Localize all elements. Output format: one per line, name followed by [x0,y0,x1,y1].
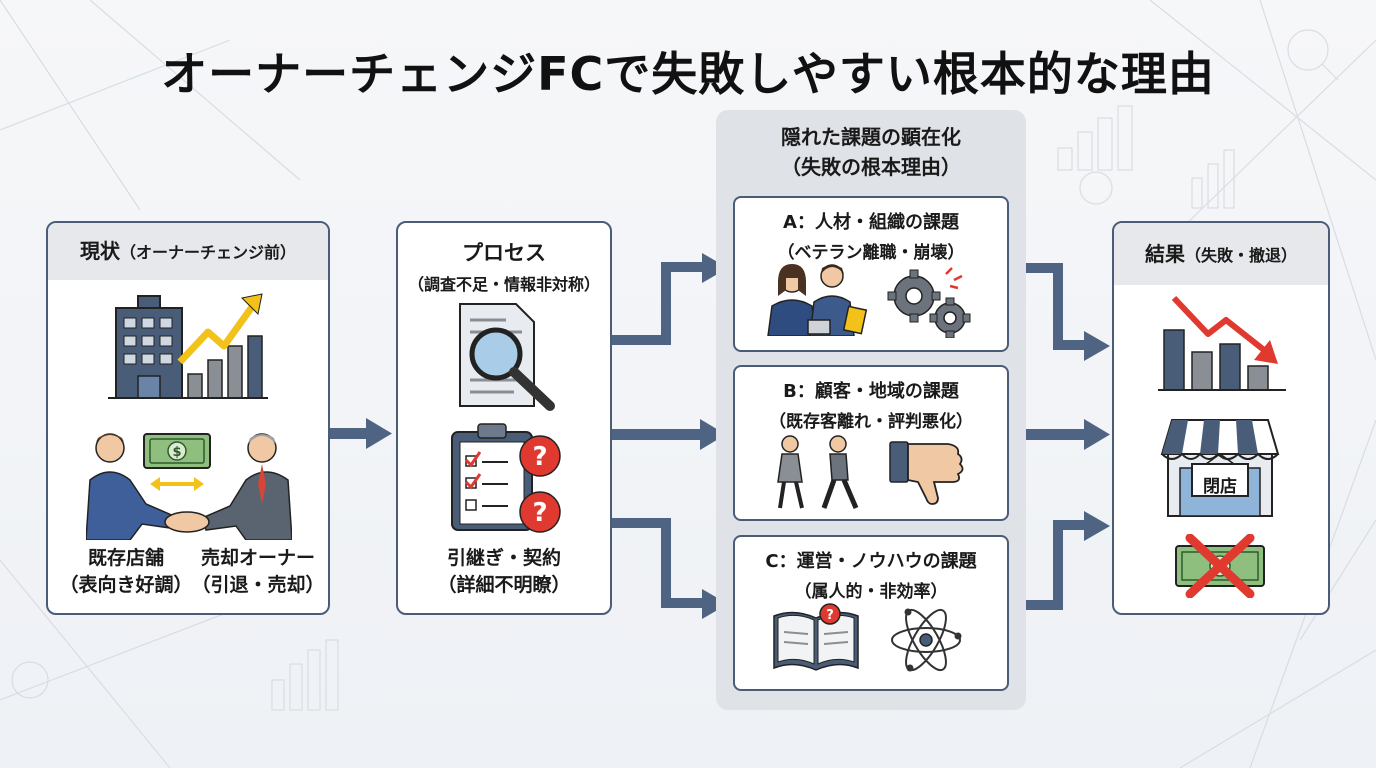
handshake-icon: $ [86,433,292,540]
result-heading: 結果（失敗・撤退） [1114,223,1328,285]
svg-text:?: ? [532,442,547,472]
svg-text:?: ? [532,498,547,528]
process-heading-text: プロセス [462,241,546,265]
issue-b-sub: （既存客離れ・評判悪化） [769,412,973,432]
store-label-line1: 既存店舗 [87,547,164,569]
atom-icon [891,608,962,672]
current-state-panel: 現状（オーナーチェンジ前） [46,221,330,615]
declining-chart-icon [1158,295,1286,391]
handover-label-line1: 引継ぎ・契約 [446,547,561,569]
closed-sign-text: 閉店 [1203,477,1237,497]
handover-label-line2: （詳細不明瞭） [437,574,571,596]
magnifier-document-icon [459,303,555,411]
current-heading-text: 現状 [79,239,120,263]
owner-label-line1: 売却オーナー [200,547,315,569]
walking-customers-icon [777,435,859,509]
issue-b-title: B：顧客・地域の課題 [783,381,959,402]
selling-owner-label: 売却オーナー （引退・売却） [188,545,328,599]
closed-store-icon [1160,419,1280,517]
issue-c-title: C：運営・ノウハウの課題 [765,551,977,572]
thumbs-down-icon [889,441,964,505]
hidden-title-line1: 隠れた課題の顕在化 [781,125,961,149]
current-heading-sub: （オーナーチェンジ前） [119,243,296,262]
owner-label-line2: （引退・売却） [191,574,325,596]
hidden-issues-title: 隠れた課題の顕在化 （失敗の根本理由） [716,122,1026,182]
process-heading: プロセス （調査不足・情報非対称） [398,223,610,295]
growing-store-icon [108,293,268,399]
existing-store-label: 既存店舗 （表向き好調） [58,545,194,599]
issue-a-sub: （ベテラン離職・崩壊） [777,243,965,263]
store-label-line2: （表向き好調） [59,574,193,596]
process-heading-sub: （調査不足・情報非対称） [407,275,600,294]
checklist-question-icon: ? ? [451,423,561,533]
issue-a-title: A：人材・組織の課題 [783,212,959,233]
current-state-heading: 現状（オーナーチェンジ前） [48,223,328,280]
issue-card-b: B：顧客・地域の課題 （既存客離れ・評判悪化） [733,365,1009,521]
cancelled-money-icon [1175,534,1265,598]
open-book-icon: ? [773,603,859,671]
hidden-title-line2: （失敗の根本理由） [781,155,961,179]
process-panel: プロセス （調査不足・情報非対称） [396,221,612,615]
issue-c-sub: （属人的・非効率） [794,582,948,602]
gears-icon [887,267,971,338]
result-heading-text: 結果 [1144,242,1185,266]
result-heading-sub: （失敗・撤退） [1184,246,1297,265]
svg-text:?: ? [826,608,834,623]
page-title: オーナーチェンジFCで失敗しやすい根本的な理由 [161,47,1215,101]
handover-contract-label: 引継ぎ・契約 （詳細不明瞭） [400,545,608,599]
svg-text:$: $ [172,445,181,460]
staff-people-icon [767,264,868,336]
